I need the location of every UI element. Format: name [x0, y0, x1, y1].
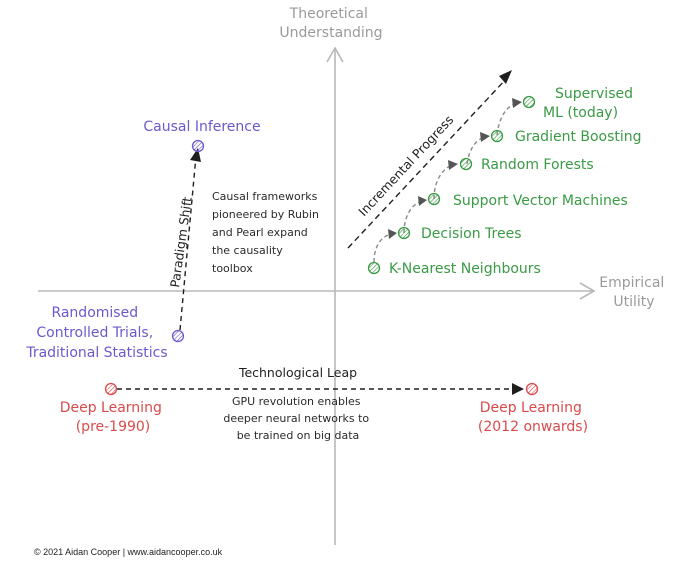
gb-label: Gradient Boosting: [515, 129, 642, 145]
gb-node: [490, 129, 504, 143]
causal-inference-node: [191, 139, 205, 153]
y-axis-arrowhead-icon: [326, 46, 344, 63]
dt-label: Decision Trees: [421, 226, 522, 242]
horizontal-axis: [38, 282, 596, 300]
rct-label: Randomised Controlled Trials, Traditiona…: [25, 305, 167, 361]
rct-node: [171, 329, 185, 343]
x-axis-label: Empirical Utility: [599, 275, 669, 310]
x-axis-arrowhead-icon: [579, 282, 596, 300]
sml-node: [522, 95, 536, 109]
chain-arrowhead-icon: [512, 98, 522, 108]
incremental-progress-label: Incremental Progress: [355, 112, 456, 219]
y-axis-label: Theoretical Understanding: [279, 6, 382, 41]
chain-arrowhead-icon: [418, 196, 427, 206]
sml-label: Supervised ML (today): [543, 86, 637, 121]
svm-label: Support Vector Machines: [453, 193, 628, 209]
rf-node: [459, 157, 473, 171]
incremental-progress-arrow: [347, 77, 508, 249]
chain-arrowhead-icon: [480, 132, 490, 142]
knn-node: [367, 261, 381, 275]
dl-post-node: [525, 382, 539, 396]
paradigm-shift-label: Paradigm Shift: [167, 196, 195, 289]
dl-pre-node: [104, 382, 118, 396]
rf-label: Random Forests: [481, 157, 594, 173]
causal-note: Causal frameworks pioneered by Rubin and…: [212, 190, 322, 275]
svm-node: [427, 192, 441, 206]
technological-leap-label: Technological Leap: [238, 365, 357, 380]
paradigm-shift-arrow: [179, 155, 197, 331]
knn-label: K-Nearest Neighbours: [389, 261, 541, 277]
causal-inference-label: Causal Inference: [143, 119, 260, 135]
technological-leap-arrowhead-icon: [512, 383, 524, 395]
copyright-footer: © 2021 Aidan Cooper | www.aidancooper.co…: [34, 547, 223, 557]
incremental-progress-arrowhead-icon: [499, 70, 512, 84]
vertical-axis: [326, 46, 344, 545]
dl-pre-label: Deep Learning (pre-1990): [60, 400, 167, 435]
gpu-note: GPU revolution enables deeper neural net…: [223, 395, 372, 442]
dl-post-label: Deep Learning (2012 onwards): [478, 400, 588, 435]
dt-node: [397, 226, 411, 240]
chain-arrowhead-icon: [448, 160, 458, 170]
chain-arrowhead-icon: [388, 229, 397, 239]
